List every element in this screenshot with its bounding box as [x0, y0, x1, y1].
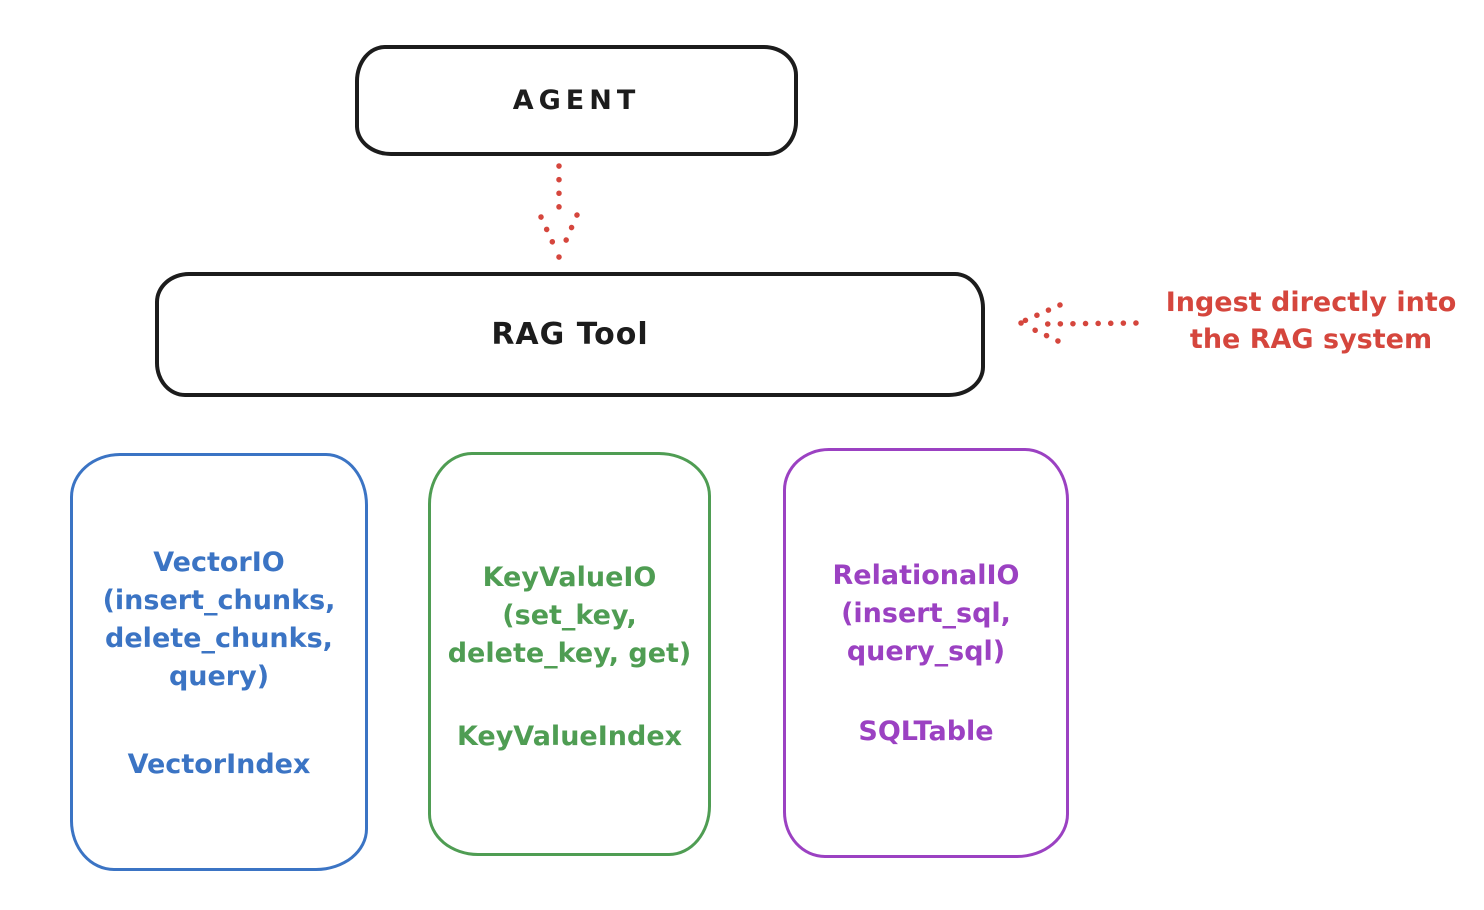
vector-index-label: VectorIndex [127, 749, 311, 780]
keyvalue-io-line: (set_key, [502, 600, 637, 631]
sql-table-label: SQLTable [858, 716, 994, 747]
vector-io-line: (insert_chunks, [102, 585, 336, 616]
ingest-annotation-line-1: Ingest directly into [1165, 287, 1457, 318]
agent-box: AGENT [355, 45, 798, 156]
annotation-to-rag-arrow-icon [1018, 302, 1139, 344]
ingest-annotation-line-2: the RAG system [1189, 324, 1433, 355]
keyvalue-io-title: KeyValueIO (set_key, delete_key, get) [431, 559, 708, 673]
vector-io-line: query) [168, 661, 270, 692]
relational-io-line: query_sql) [846, 636, 1006, 667]
vector-io-line: delete_chunks, [105, 623, 333, 654]
relational-io-title: RelationalIO (insert_sql, query_sql) [786, 557, 1066, 671]
keyvalue-io-box: KeyValueIO (set_key, delete_key, get) Ke… [428, 452, 711, 856]
ingest-annotation: Ingest directly into the RAG system [1138, 284, 1484, 358]
vector-io-box: VectorIO (insert_chunks, delete_chunks, … [70, 453, 368, 871]
rag-tool-label: RAG Tool [491, 317, 649, 352]
keyvalue-index-label: KeyValueIndex [456, 721, 683, 752]
relational-io-line: (insert_sql, [841, 598, 1011, 629]
relational-io-line: RelationalIO [832, 560, 1020, 591]
agent-label: AGENT [512, 85, 641, 116]
vector-io-title: VectorIO (insert_chunks, delete_chunks, … [73, 544, 365, 696]
rag-tool-box: RAG Tool [155, 272, 985, 397]
agent-to-rag-arrow-icon [538, 163, 580, 260]
vector-io-line: VectorIO [153, 547, 285, 578]
relational-io-box: RelationalIO (insert_sql, query_sql) SQL… [783, 448, 1069, 858]
keyvalue-io-line: delete_key, get) [447, 638, 692, 669]
keyvalue-io-line: KeyValueIO [482, 562, 657, 593]
